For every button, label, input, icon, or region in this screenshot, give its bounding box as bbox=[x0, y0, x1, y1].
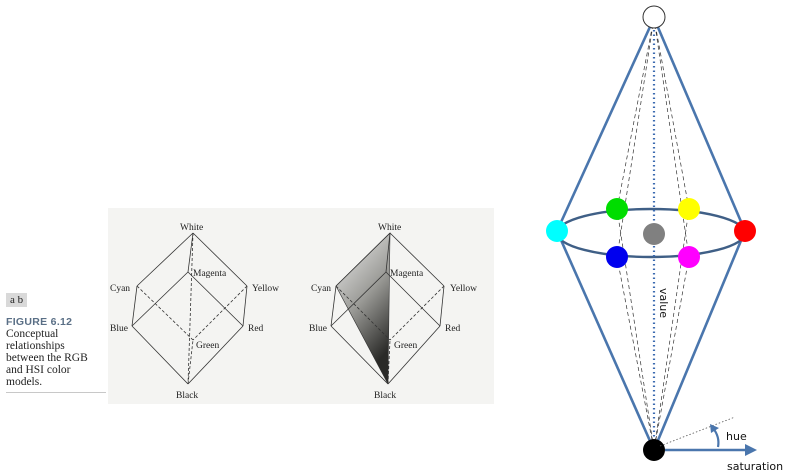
blue-node bbox=[606, 246, 628, 268]
figure-number: FIGURE 6.12 bbox=[6, 316, 73, 328]
cube-a-green-label: Green bbox=[196, 341, 219, 351]
gray-node bbox=[643, 223, 665, 245]
hue-label: hue bbox=[726, 430, 747, 443]
cube-b-red-label: Red bbox=[445, 324, 461, 334]
value-axis-label: value bbox=[657, 288, 670, 318]
magenta-node bbox=[678, 246, 700, 268]
cube-b-black-label: Black bbox=[374, 391, 396, 401]
red-node bbox=[734, 220, 756, 242]
cube-b-cyan-label: Cyan bbox=[311, 284, 331, 294]
cube-b-yellow-label: Yellow bbox=[450, 284, 477, 294]
caption-line-5: models. bbox=[6, 376, 43, 388]
figure-caption: a b FIGURE 6.12 Conceptual relationships… bbox=[6, 290, 106, 393]
caption-line-4: and HSI color bbox=[6, 364, 71, 376]
white-node bbox=[642, 5, 666, 29]
rgb-cube-b bbox=[330, 232, 445, 385]
saturation-arrowhead bbox=[745, 444, 757, 456]
yellow-node bbox=[678, 198, 700, 220]
cone-outline bbox=[555, 17, 747, 451]
cube-a-blue-label: Blue bbox=[110, 324, 128, 334]
panel-tags: a b bbox=[6, 293, 28, 307]
black-node bbox=[643, 439, 665, 461]
rgb-cube-diagrams: White Magenta Cyan Yellow Blue Red Green… bbox=[110, 223, 477, 401]
green-node bbox=[606, 198, 628, 220]
saturation-label: saturation bbox=[727, 460, 783, 473]
cube-a-black-label: Black bbox=[176, 391, 198, 401]
panel-b-background bbox=[298, 208, 494, 404]
hue-reference-line bbox=[659, 416, 736, 447]
cyan-node bbox=[546, 220, 568, 242]
panel-a-background bbox=[108, 208, 298, 404]
cube-b-magenta-label: Magenta bbox=[390, 269, 424, 279]
caption-line-3: between the RGB bbox=[6, 352, 88, 364]
cube-b-blue-label: Blue bbox=[309, 324, 327, 334]
rgb-cube-a bbox=[131, 232, 248, 385]
caption-line-2: relationships bbox=[6, 340, 65, 352]
hue-hexagon-guides bbox=[616, 17, 690, 451]
cube-a-yellow-label: Yellow bbox=[252, 284, 279, 294]
cube-b-white-label: White bbox=[378, 223, 401, 233]
cube-a-cyan-label: Cyan bbox=[110, 284, 130, 294]
cube-b-green-label: Green bbox=[394, 341, 417, 351]
cube-a-red-label: Red bbox=[248, 324, 264, 334]
cube-a-magenta-label: Magenta bbox=[193, 269, 227, 279]
caption-line-1: Conceptual bbox=[6, 328, 59, 340]
hue-arrowhead bbox=[710, 424, 719, 433]
cube-a-white-label: White bbox=[180, 223, 203, 233]
